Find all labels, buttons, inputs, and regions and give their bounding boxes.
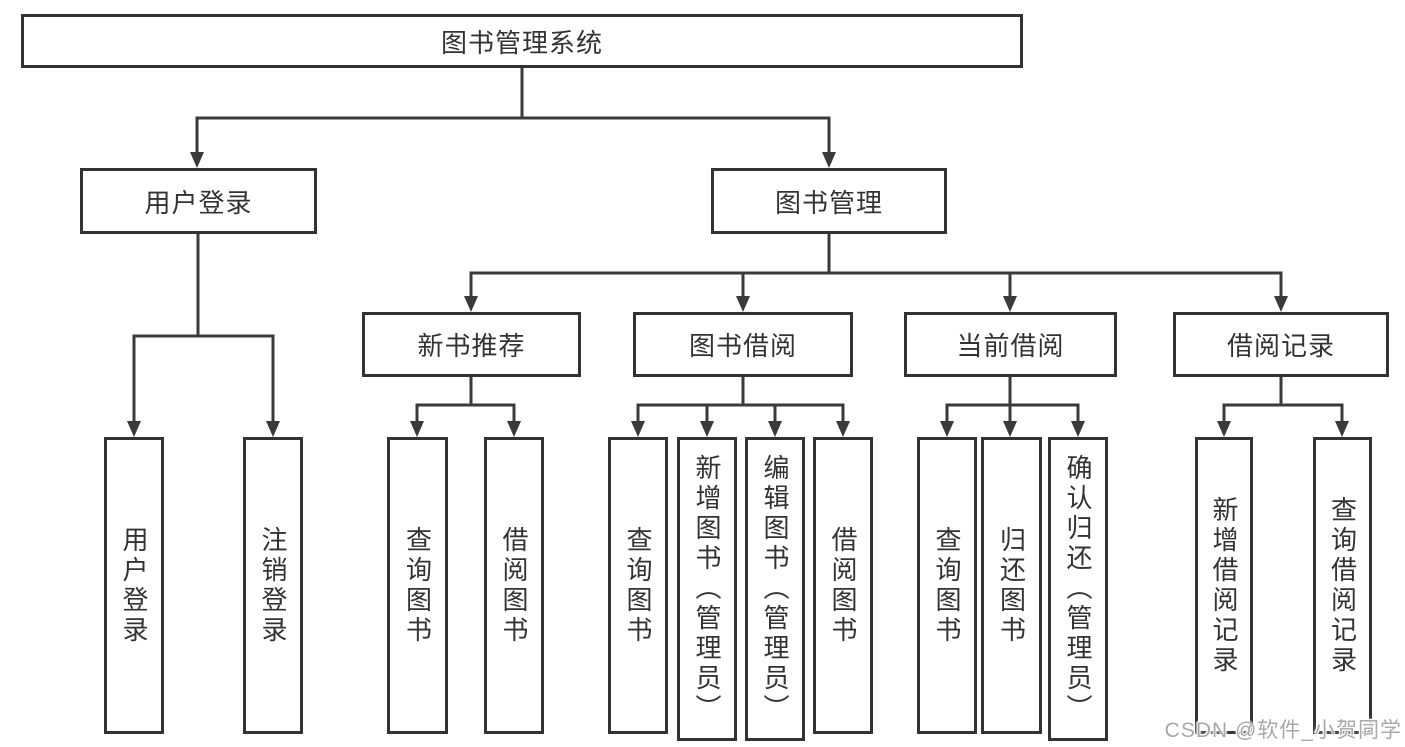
leaf-edit-book-admin: 编辑图书（管理员） <box>745 437 805 741</box>
node-current-borrowing-label: 当前借阅 <box>956 331 1065 361</box>
leaf-edit-book-admin-label: 编辑图书（管理员） <box>760 454 790 724</box>
leaf-query-books-3: 查询图书 <box>917 437 977 734</box>
leaf-query-borrow-record: 查询借阅记录 <box>1313 437 1372 734</box>
node-book-management-label: 图书管理 <box>774 187 883 218</box>
leaf-add-book-admin: 新增图书（管理员） <box>677 437 737 741</box>
leaf-borrow-books-2-label: 借阅图书 <box>828 525 858 646</box>
leaf-add-borrow-record: 新增借阅记录 <box>1195 437 1253 734</box>
leaf-add-book-admin-label: 新增图书（管理员） <box>692 454 722 724</box>
node-new-book-recommendation: 新书推荐 <box>362 312 581 377</box>
node-book-borrowing: 图书借阅 <box>633 312 853 377</box>
leaf-query-books-1-label: 查询图书 <box>402 525 433 646</box>
node-borrowing-records-label: 借阅记录 <box>1226 331 1335 361</box>
leaf-user-login: 用户登录 <box>104 437 164 734</box>
arrowheads <box>127 152 1349 437</box>
leaf-confirm-return-admin-label: 确认归还（管理员） <box>1063 454 1093 724</box>
node-user-login-group-label: 用户登录 <box>144 187 253 218</box>
node-root: 图书管理系统 <box>21 14 1023 68</box>
node-current-borrowing: 当前借阅 <box>904 312 1117 377</box>
node-book-management: 图书管理 <box>711 168 947 234</box>
leaf-user-login-label: 用户登录 <box>119 525 149 646</box>
leaf-query-borrow-record-label: 查询借阅记录 <box>1327 495 1358 676</box>
leaf-borrow-books-1: 借阅图书 <box>484 437 544 734</box>
leaf-add-borrow-record-label: 新增借阅记录 <box>1209 495 1239 676</box>
leaf-confirm-return-admin: 确认归还（管理员） <box>1048 437 1108 741</box>
leaf-return-book: 归还图书 <box>981 437 1042 734</box>
leaf-query-books-2-label: 查询图书 <box>623 525 653 646</box>
leaf-borrow-books-1-label: 借阅图书 <box>499 525 529 646</box>
node-user-login-group: 用户登录 <box>80 168 317 234</box>
leaf-query-books-3-label: 查询图书 <box>932 525 962 646</box>
node-borrowing-records: 借阅记录 <box>1173 312 1389 377</box>
node-book-borrowing-label: 图书借阅 <box>688 331 797 361</box>
leaf-logout-label: 注销登录 <box>258 525 288 646</box>
node-new-book-recommendation-label: 新书推荐 <box>417 331 526 361</box>
leaf-query-books-2: 查询图书 <box>608 437 668 734</box>
leaf-query-books-1: 查询图书 <box>387 437 448 734</box>
watermark: CSDN @软件_小贺同学 <box>1164 719 1402 742</box>
leaf-return-book-label: 归还图书 <box>996 525 1027 646</box>
node-root-label: 图书管理系统 <box>440 27 603 58</box>
leaf-borrow-books-2: 借阅图书 <box>813 437 873 734</box>
leaf-logout: 注销登录 <box>243 437 303 734</box>
